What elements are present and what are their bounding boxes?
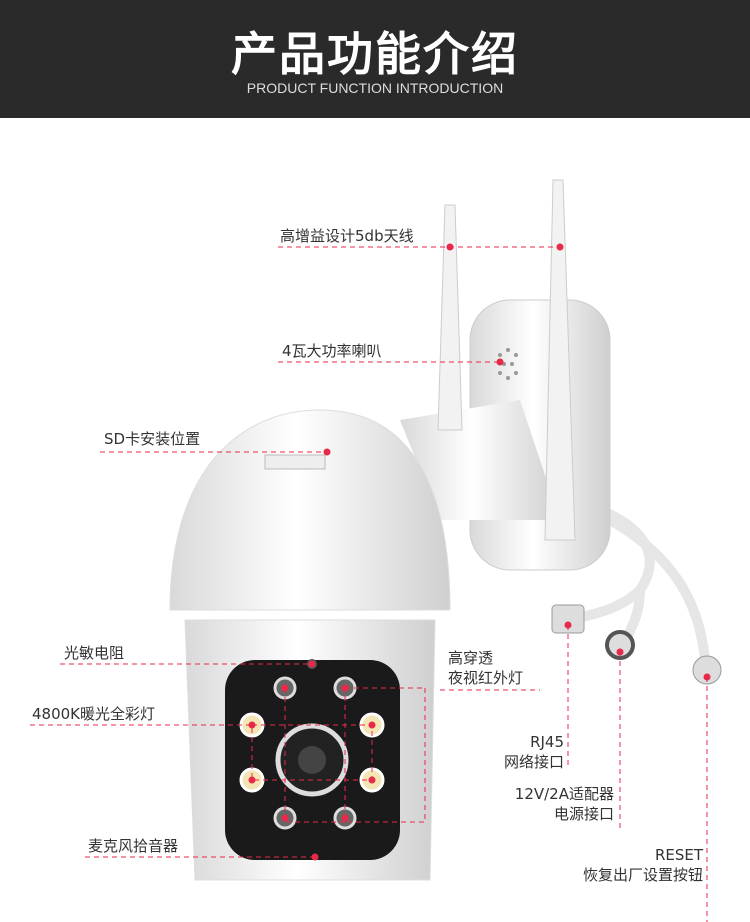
microphone-label: 麦克风拾音器 — [88, 837, 179, 855]
sd-card-label: SD卡安装位置 — [104, 430, 201, 448]
reset-label-line2: 恢复出厂设置按钮 — [582, 866, 703, 884]
ir-label-line2: 夜视红外灯 — [448, 669, 524, 687]
warm-light-label: 4800K暖光全彩灯 — [32, 705, 156, 723]
speaker-grille-icon — [498, 348, 518, 380]
callout-dots — [248, 243, 711, 861]
connectors — [551, 604, 722, 685]
page-title: 产品功能介绍 — [231, 27, 519, 81]
rj45-label-line2: 网络接口 — [503, 753, 564, 771]
photoresistor-label: 光敏电阻 — [64, 644, 125, 662]
header-banner: 产品功能介绍 PRODUCT FUNCTION INTRODUCTION — [0, 0, 750, 118]
antenna-icon — [437, 179, 576, 541]
page-subtitle: PRODUCT FUNCTION INTRODUCTION — [246, 80, 504, 96]
rj45-label-line1: RJ45 — [530, 733, 564, 751]
antenna-label: 高增益设计5db天线 — [280, 227, 414, 245]
ir-label-line1: 高穿透 — [448, 649, 494, 667]
reset-label-line1: RESET — [654, 846, 703, 864]
camera-dome — [169, 409, 451, 881]
camera-illustration — [30, 179, 722, 922]
camera-lens — [275, 659, 349, 797]
power-label-line1: 12V/2A适配器 — [514, 785, 614, 803]
power-label-line2: 电源接口 — [553, 805, 614, 823]
speaker-label: 4瓦大功率喇叭 — [282, 342, 382, 360]
callout-lines — [30, 246, 708, 922]
